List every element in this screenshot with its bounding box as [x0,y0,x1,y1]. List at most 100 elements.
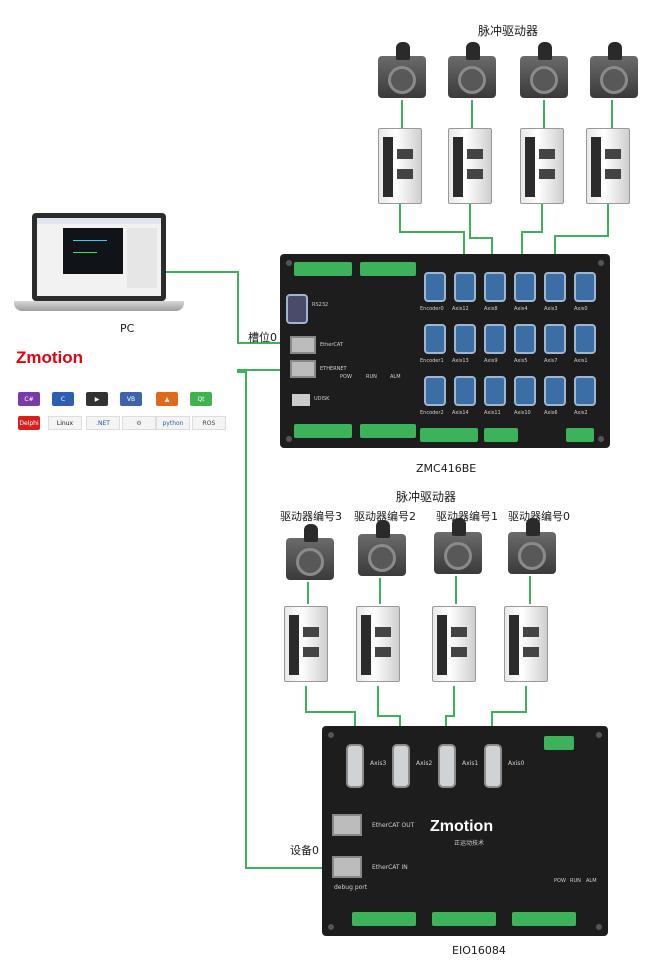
ethercat-port [290,336,316,354]
silk-encoder-0: Encoder0 [420,306,444,312]
silk-axis: Axis6 [544,410,558,416]
silk-run: RUN [366,374,377,380]
silk-axis: Axis2 [416,760,433,767]
pulse-driver [520,128,564,204]
vb-icon: VB [120,392,142,406]
silk-axis: Axis7 [544,358,558,364]
qt-icon: Qt [190,392,212,406]
silk-axis: Axis1 [574,358,588,364]
terminal-block [360,262,416,276]
pulse-driver [284,606,328,682]
eio-name: EIO16084 [452,944,506,957]
controller-name: ZMC416BE [416,462,477,475]
wire-ctrl-eio [237,369,332,869]
terminal-block [360,424,416,438]
linux-icon: Linux [48,416,82,430]
servo-motor [516,42,572,102]
silk-debug-port: debug port [334,884,368,891]
matlab-icon: ▲ [156,392,178,406]
udisk-port [292,394,310,406]
delphi-icon: Delphi [18,416,40,430]
silk-udisk: UDISK [314,396,330,402]
pulse-driver [586,128,630,204]
silk-axis: Axis5 [514,358,528,364]
wire-top-driver-ctrl-0 [399,204,465,270]
terminal-block [294,262,352,276]
driver-label-0: 驱动器编号0 [508,510,570,523]
pulse-driver [432,606,476,682]
power-terminal [544,736,574,750]
c-lang-icon: C [52,392,74,406]
axis-connector [392,744,410,788]
silk-rs232: RS232 [312,302,329,308]
terminal-block [484,428,518,442]
dotnet-icon: .NET [86,416,120,430]
pulse-driver [504,606,548,682]
servo-motor [282,524,338,584]
pulse-driver [448,128,492,204]
axis-port [484,376,506,406]
silk-axis: Axis0 [508,760,525,767]
servo-motor [504,518,560,578]
top-group-title: 脉冲驱动器 [478,24,539,38]
device-label: 设备0 [290,844,319,857]
csharp-icon: C# [18,392,40,406]
controller-zmc416be: RS232 EtherCAT ETHERNET UDISK POW RUN AL… [280,254,610,448]
eio16084-module: Axis3 Axis2 Axis1 Axis0 EtherCAT OUT Eth… [322,726,608,936]
axis-port [544,324,566,354]
axis-connector [438,744,456,788]
silk-led-pow: POW [554,878,566,884]
wire-top-driver-ctrl-2 [521,204,543,270]
axis-port [574,272,596,302]
silk-axis: Axis4 [514,306,528,312]
servo-motor [444,42,500,102]
driver-label-2: 驱动器编号2 [354,510,416,523]
axis-port [514,376,536,406]
silk-alm: ALM [390,374,401,380]
axis-connector [346,744,364,788]
axis-port [574,324,596,354]
pc-label: PC [120,322,135,335]
silk-axis: Axis1 [462,760,479,767]
zmotion-logo: Zmotion [16,348,84,367]
slot-label: 槽位0 [248,331,277,344]
silk-axis: Axis10 [514,410,531,416]
axis-port [514,272,536,302]
axis-port [484,324,506,354]
terminal-block [512,912,576,926]
servo-motor [430,518,486,578]
labview-icon: ▶ [86,392,108,406]
silk-ethercat-in: EtherCAT IN [372,864,408,871]
axis-connector [484,744,502,788]
pulse-driver [378,128,422,204]
axis-port [484,272,506,302]
ethernet-port [290,360,316,378]
silk-ethercat-out: EtherCAT OUT [372,822,415,829]
wire-pc-ctrl [166,271,290,344]
silk-axis: Axis11 [484,410,501,416]
silk-led-run: RUN [570,878,581,884]
apple-icon: ⚙ [122,416,156,430]
silk-encoder-2: Encoder2 [420,410,444,416]
driver-label-1: 驱动器编号1 [436,510,498,523]
bottom-group-title: 脉冲驱动器 [396,490,457,504]
silk-axis: Axis3 [370,760,387,767]
silk-axis: Axis9 [484,358,498,364]
silk-axis: Axis13 [452,358,469,364]
silk-pow: POW [340,374,352,380]
terminal-block [352,912,416,926]
wire-top-driver-ctrl-3 [554,204,609,270]
eio-brand: Zmotion [430,818,494,835]
rs232-port [286,294,308,324]
silk-ethercat: EtherCAT [320,342,343,348]
terminal-block [420,428,478,442]
axis-port [454,376,476,406]
encoder-port [424,272,446,302]
servo-motor [586,42,642,102]
ros-icon: ROS [192,416,226,430]
encoder-port [424,324,446,354]
silk-encoder-1: Encoder1 [420,358,444,364]
silk-axis: Axis14 [452,410,469,416]
pc-laptop-screen [32,213,166,301]
